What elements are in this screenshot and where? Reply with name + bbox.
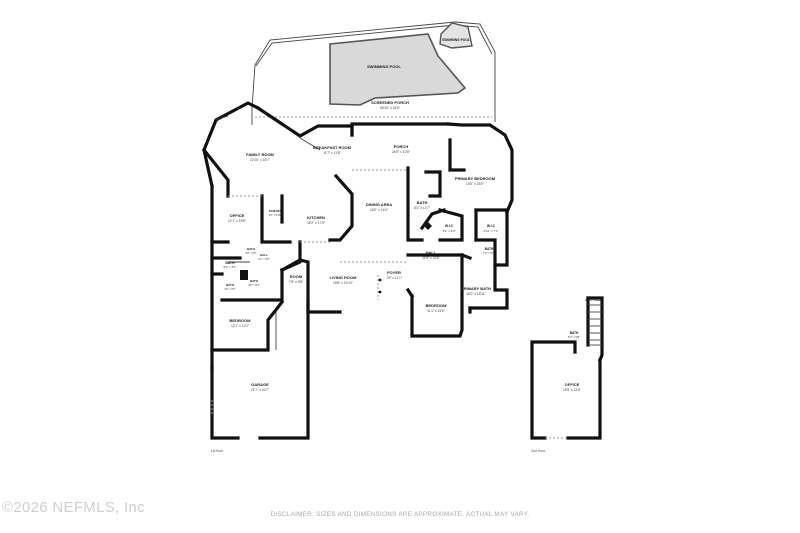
swimming-pool-shape xyxy=(329,33,467,106)
family-room-label: FAMILY ROOM xyxy=(246,152,274,157)
room-label: ROOM xyxy=(290,274,303,279)
porch-size: 24'5" x 10'8" xyxy=(392,150,411,154)
porch-label: PORCH xyxy=(394,144,409,149)
pantry-size: 4'5" x 5'10" xyxy=(269,213,282,217)
office-2nd-label: OFFICE xyxy=(565,382,580,387)
bath-left-size: 8'3" x 8'1" xyxy=(223,265,236,269)
office-size: 12'1" x 18'8" xyxy=(228,219,247,223)
dining-area-label: DINING AREA xyxy=(366,202,392,207)
first-floor-walls xyxy=(201,101,514,440)
first-floor-details xyxy=(211,115,432,415)
swimming-pool-label: SWIMMING POOL xyxy=(367,64,401,69)
disclaimer-text: DISCLAIMER: SIZES AND DIMENSIONS ARE APP… xyxy=(270,511,530,518)
living-room-size: 15'8" x 15'10" xyxy=(333,281,354,285)
office-2nd-size: 15'5" x 21'8" xyxy=(563,388,582,392)
screened-porch-label: SCREENED PORCH xyxy=(371,100,409,105)
bath-small-3-size: 3'6" x 5'5" xyxy=(224,287,235,291)
hall-right-size: 11'8" x 10'6" xyxy=(422,256,441,260)
wic-2-size: 6'10" x 7'1" xyxy=(484,229,499,233)
breakfast-room-size: 11'7" x 11'8" xyxy=(323,151,341,155)
office-label: OFFICE xyxy=(230,213,245,218)
bath-center-label: BATH xyxy=(417,200,428,205)
bedroom-left-label: BEDROOM xyxy=(230,318,252,323)
bath-2nd-size: 5'2" x 5'8" xyxy=(568,335,580,339)
first-floor-label: 1st floor xyxy=(211,449,225,453)
primary-bedroom-label: PRIMARY BEDROOM xyxy=(455,176,496,181)
breakfast-room-label: BREAKFAST ROOM xyxy=(313,145,352,150)
hall-left-label: HALL xyxy=(260,253,268,257)
bath-center-size: 8'2" x 11'7" xyxy=(414,206,431,210)
living-room-label: LIVING ROOM xyxy=(330,275,358,280)
dining-area-size: 16'0" x 16'4" xyxy=(370,208,389,212)
garage-size: 21'7" x 31'7" xyxy=(251,388,270,392)
primary-bath-label: PRIMARY BATH xyxy=(461,286,491,291)
bath-small-2-label: BATH xyxy=(250,279,258,283)
second-floor-label: 2nd floor xyxy=(531,449,546,453)
bath-left-label: BATH xyxy=(225,261,235,265)
hall-left-size: 9'1" x 5'8" xyxy=(258,257,269,261)
bedroom-left-size: 12'1" x 12'2" xyxy=(231,324,250,328)
bath-right-size: 7'0" x 5'6" xyxy=(483,251,495,255)
utility-label: UTILITY AREA xyxy=(585,299,602,302)
wic-2-label: W.I.C xyxy=(487,224,496,228)
wic-1-label: W.I.C xyxy=(445,224,454,228)
kitchen-label: KITCHEN xyxy=(307,215,325,220)
room-size: 7'8" x 9'8" xyxy=(289,280,304,284)
room-labels: SWIMMING POOL SWIMMING POOL SCREENED POR… xyxy=(223,38,601,392)
foyer-size: 7'8" x 11'1" xyxy=(386,276,403,280)
primary-bedroom-size: 15'5" x 23'0" xyxy=(466,182,485,186)
bath-small-1-label: BATH xyxy=(247,247,255,251)
pantry-label: PANTRY xyxy=(269,209,281,213)
bedroom-center-size: 11'1" x 15'8" xyxy=(427,309,446,313)
swimming-pool-small-shape xyxy=(439,22,473,49)
kitchen-size: 18'2" x 17'5" xyxy=(307,221,326,225)
bath-small-2-size: 5'8" x 5'4" xyxy=(248,283,259,287)
copyright-watermark: ©2026 NEFMLS, Inc xyxy=(2,499,145,516)
screened-porch-size: 56'10" x 24'5" xyxy=(380,106,401,110)
swimming-pool-small-label: SWIMMING POOL xyxy=(442,38,470,42)
bath-small-1-size: 5'9" x 5'6" xyxy=(245,251,256,255)
bath-small-3-label: BATH xyxy=(226,283,234,287)
foyer-label: FOYER xyxy=(387,270,401,275)
wic-1-size: 4'9" x 8'0" xyxy=(442,229,455,233)
primary-bath-size: 16'0" x 18'11" xyxy=(466,292,486,296)
bath-2nd-label: BATH xyxy=(570,331,579,335)
garage-label: GARAGE xyxy=(251,382,269,387)
second-floor-walls xyxy=(530,296,604,440)
floor-labels: 1st floor 2nd floor xyxy=(211,449,546,453)
family-room-size: 22'10" x 15'7" xyxy=(250,158,271,162)
bath-right-label: BATH xyxy=(485,247,494,251)
hall-right-label: HALL xyxy=(426,250,437,255)
bedroom-center-label: BEDROOM xyxy=(426,303,448,308)
